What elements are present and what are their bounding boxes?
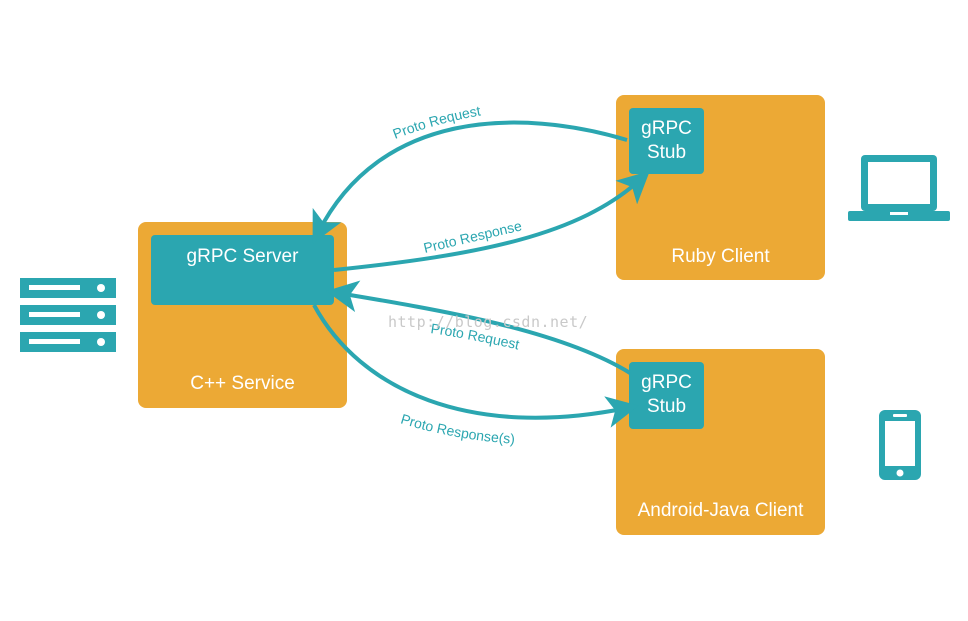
laptop-icon: [848, 155, 950, 221]
android-grpc-stub-label-line1: gRPC: [641, 372, 692, 393]
android-proto-request-arrow: [326, 280, 632, 375]
watermark: http://blog.csdn.net/: [388, 313, 589, 331]
ruby-client-box: gRPC Stub Ruby Client: [616, 95, 825, 280]
cpp-service-box: gRPC Server C++ Service: [138, 222, 347, 408]
android-grpc-stub-box: gRPC Stub: [629, 362, 704, 429]
ruby-proto-response-arrow: [333, 170, 650, 272]
android-client-box: gRPC Stub Android-Java Client: [616, 349, 825, 535]
ruby-proto-request-label: Proto Request: [391, 102, 482, 141]
android-client-label: Android-Java Client: [637, 500, 804, 521]
ruby-grpc-stub-label-line1: gRPC: [641, 118, 692, 139]
server-rack-icon: [20, 278, 116, 352]
android-proto-response-arrow: [312, 304, 639, 428]
android-grpc-stub-label-line2: Stub: [646, 396, 687, 417]
ruby-proto-request-arrow: [312, 120, 628, 244]
smartphone-icon: [879, 410, 921, 480]
ruby-grpc-stub-box: gRPC Stub: [629, 108, 704, 174]
cpp-service-label: C++ Service: [190, 373, 295, 394]
grpc-server-box: gRPC Server: [151, 235, 334, 305]
ruby-grpc-stub-label-line2: Stub: [646, 142, 687, 163]
ruby-client-label: Ruby Client: [671, 246, 770, 267]
grpc-server-label: gRPC Server: [186, 246, 299, 267]
